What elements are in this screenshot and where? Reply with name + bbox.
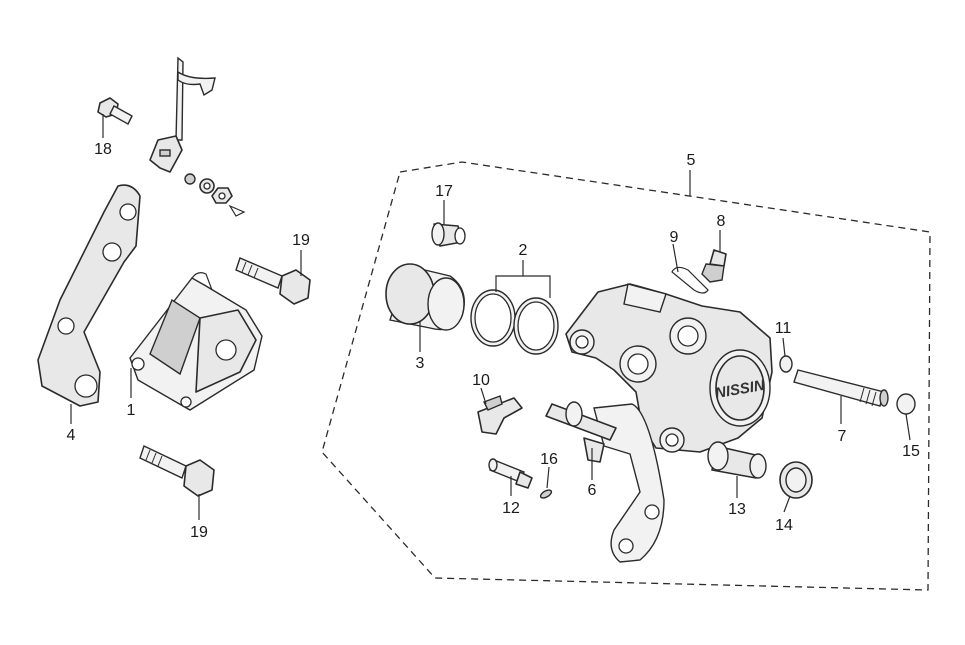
- callout-1: 1: [127, 402, 136, 419]
- assembly-5-boundary: [321, 161, 931, 591]
- caliper-body: NISSIN: [565, 283, 773, 453]
- callout-11: 11: [775, 320, 792, 337]
- fork-hose-bracket: [149, 56, 216, 173]
- callout-13: 13: [728, 501, 746, 518]
- callout-labels: 1 2 3 4 5 6 7 8 9 10 11 12 13 14 15 16 1…: [67, 141, 920, 541]
- o-ring-11: [779, 355, 793, 373]
- pad-spring-10: [477, 395, 523, 435]
- piston-seals-2: [470, 289, 559, 355]
- callout-19-lower: 19: [190, 524, 208, 541]
- callout-17: 17: [435, 183, 453, 200]
- callout-19-upper: 19: [292, 232, 310, 249]
- slide-pin-7: [793, 369, 889, 407]
- callout-6: 6: [588, 482, 597, 499]
- callout-10: 10: [472, 372, 490, 389]
- bleeder-screw-8: [701, 249, 727, 283]
- callout-12: 12: [502, 500, 520, 517]
- callout-16: 16: [540, 451, 558, 468]
- callout-18: 18: [94, 141, 112, 158]
- caliper-bracket-4: [37, 184, 141, 407]
- nut-washer-set: [184, 173, 246, 217]
- clip-16: [539, 489, 553, 499]
- pad-support-6: [545, 401, 665, 563]
- clip-9: [671, 266, 709, 294]
- callout-5: 5: [687, 152, 696, 169]
- callout-4: 4: [67, 427, 76, 444]
- washer-15: [896, 393, 916, 415]
- leader-lines: [70, 114, 911, 520]
- boot-14: [779, 461, 813, 499]
- brake-pad-set-1: [129, 272, 263, 411]
- callout-15: 15: [902, 443, 920, 460]
- callout-2: 2: [519, 242, 528, 259]
- bolt-19-lower: [139, 445, 215, 497]
- callout-7: 7: [838, 428, 847, 445]
- callout-3: 3: [416, 355, 425, 372]
- callout-8: 8: [717, 213, 726, 230]
- sleeve-13: [707, 441, 767, 479]
- piston-3: [385, 263, 465, 331]
- bleeder-cap-17: [431, 222, 466, 247]
- bolt-18: [97, 97, 133, 125]
- bolt-19-upper: [235, 257, 311, 305]
- callout-9: 9: [670, 229, 679, 246]
- callout-14: 14: [775, 517, 793, 534]
- pin-12: [488, 458, 533, 489]
